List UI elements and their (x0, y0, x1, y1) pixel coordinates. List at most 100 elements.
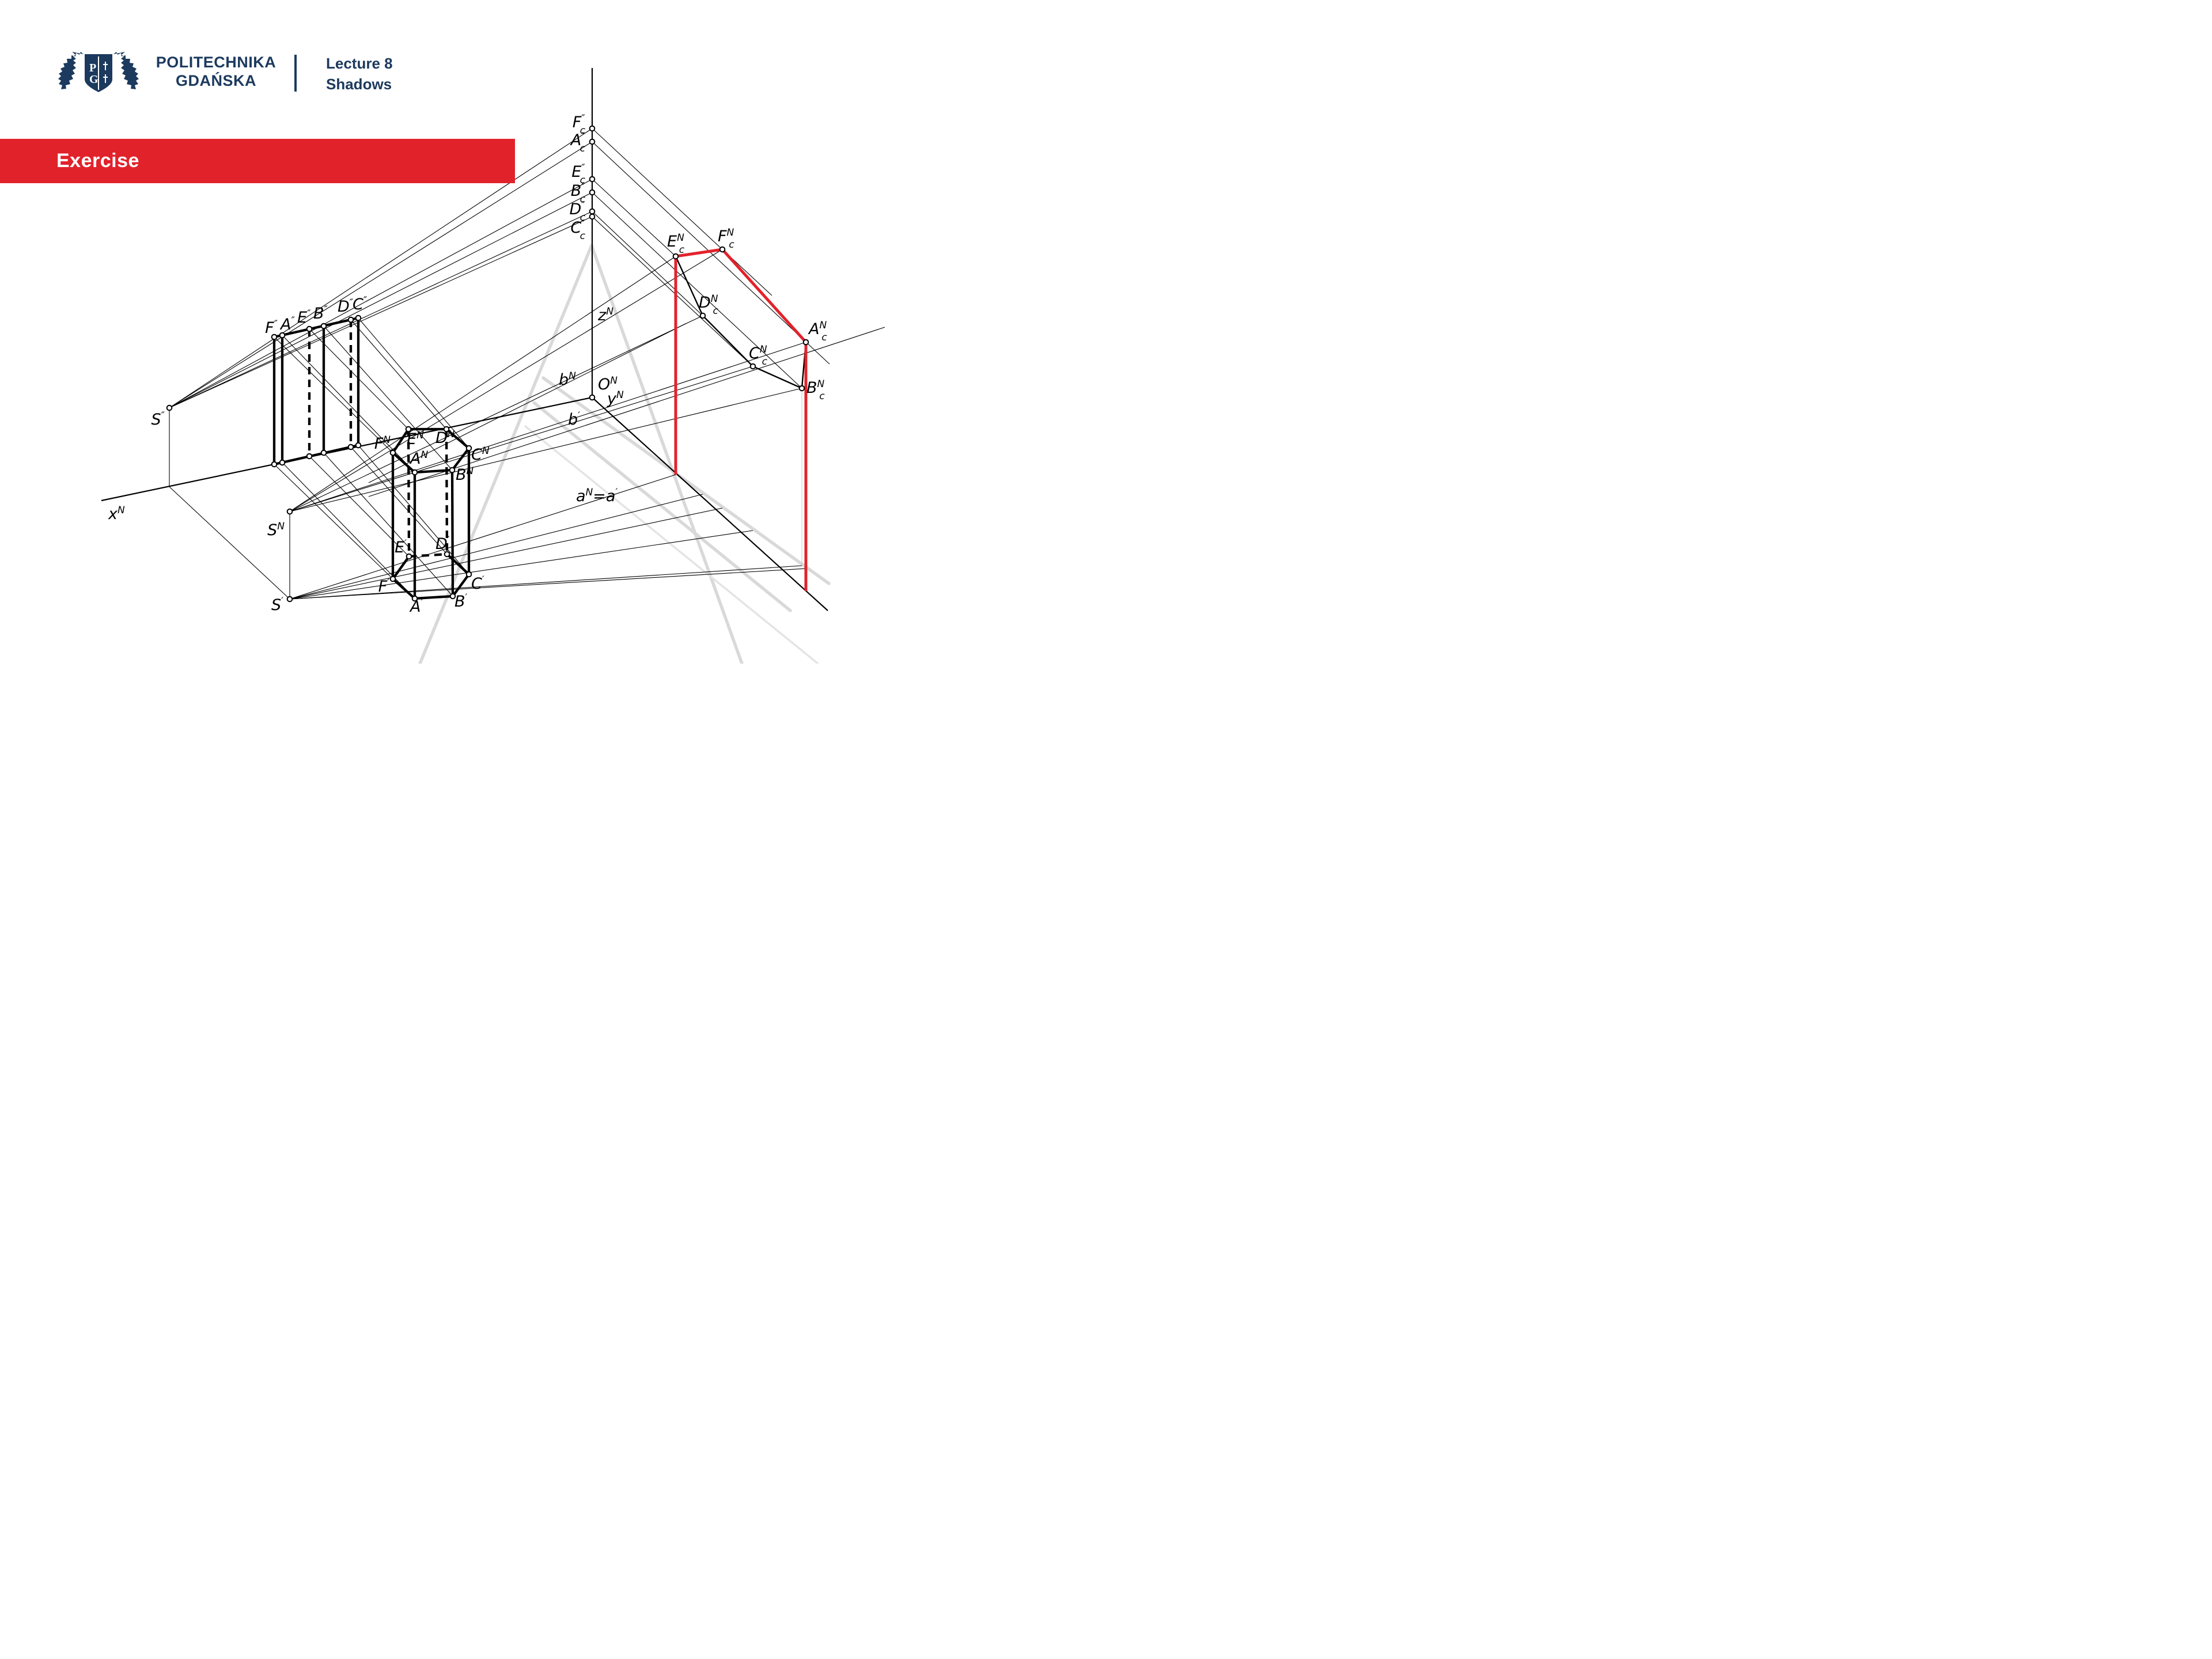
lecture-number: Lecture 8 (326, 55, 393, 72)
diagram-line-thin (289, 507, 723, 600)
diagram-label: C″c​ (570, 218, 585, 242)
point-marker (389, 449, 396, 456)
point-marker (320, 449, 327, 456)
diagram-label: S″​ (151, 410, 165, 429)
diagram-line-thin (289, 315, 703, 512)
university-name-line2: GDAŃSKA (175, 72, 256, 89)
diagram-label: E′​ (395, 538, 407, 556)
diagram-line-bold (274, 316, 359, 339)
diagram-label: A″c​ (570, 131, 586, 154)
diagram-label: DNc​ (699, 293, 719, 317)
point-marker (798, 385, 805, 392)
point-marker (271, 461, 278, 468)
diagram-line-bold (392, 555, 410, 580)
diagram-label: AN​ (409, 449, 428, 468)
diagram-line-bolddash (408, 552, 448, 558)
lion-left-icon (58, 52, 84, 89)
diagram-line-grey5 (532, 401, 792, 612)
point-marker (589, 189, 596, 196)
diagram-label: ENc​ (667, 232, 685, 256)
diagram-line-thin (592, 192, 802, 389)
point-marker (672, 253, 679, 260)
diagram-line-thin (592, 211, 703, 316)
point-marker (347, 444, 354, 450)
diagram-label: CN​ (471, 445, 490, 464)
point-marker (271, 334, 278, 340)
diagram-label: xN​ (108, 505, 125, 523)
university-name-line1: POLITECHNIKA (156, 54, 276, 71)
diagram-line-thin (274, 464, 393, 579)
diagram-line-thin (289, 388, 802, 512)
diagram-line-bold (414, 594, 453, 600)
diagram-label: A′​ (409, 597, 423, 616)
diagram-line-bold (392, 578, 416, 600)
diagram-line-thin (289, 530, 753, 600)
diagram-line-grey5 (590, 244, 744, 664)
diagram-label: FNc​ (718, 227, 734, 251)
diagram-label: F′​ (378, 577, 390, 596)
diagram-line-thin (169, 128, 593, 408)
point-marker (405, 426, 412, 433)
diagram-line-thin (289, 256, 676, 512)
diagram-label: F″c​ (573, 113, 586, 137)
diagram-line-axis (592, 397, 828, 611)
diagram-label: E″c​ (571, 162, 585, 186)
diagram-line-thin (323, 325, 453, 471)
diagram-label: FN​ (374, 434, 391, 453)
point-marker (699, 312, 706, 319)
diagram-line-shadow (752, 365, 802, 389)
diagram-line-thin (368, 323, 686, 483)
shadow-construction-diagram: F″c​A″c​E″c​B″c​D″c​C″c​ENc​FNc​DNc​ANc​… (101, 68, 885, 664)
diagram-line-thin (289, 249, 723, 512)
diagram-label: bN​ (559, 370, 576, 389)
diagram-line-thin (350, 319, 447, 430)
diagram-line-thin (289, 342, 806, 512)
diagram-line-thin (169, 192, 593, 408)
point-marker (279, 332, 286, 339)
point-marker (320, 323, 327, 329)
diagram-label: D″​ (338, 297, 354, 316)
diagram-line-thin (592, 216, 753, 367)
point-marker (306, 325, 313, 332)
diagram-label: DN​ (435, 429, 455, 447)
slide: F″c​A″c​E″c​B″c​D″c​C″c​ENc​FNc​DNc​ANc​… (0, 0, 885, 664)
diagram-line-grey5 (541, 376, 831, 585)
diagram-line-thin (169, 216, 593, 408)
point-marker (443, 426, 450, 433)
logo-monogram-p: P (89, 62, 96, 74)
point-marker (802, 339, 809, 346)
diagram-line-thin (592, 141, 830, 365)
point-marker (465, 445, 472, 452)
banner-label: Exercise (56, 150, 139, 172)
point-marker (465, 571, 472, 578)
diagram-line-red (721, 248, 807, 343)
diagram-label: BNc​ (806, 378, 825, 402)
diagram-label: SN​ (267, 521, 285, 539)
point-marker (286, 596, 293, 603)
diagram-line-thin (169, 179, 593, 408)
diagram-line-thin (323, 452, 453, 597)
diagram-line-thin (592, 179, 676, 257)
diagram-label: yN​ (607, 389, 624, 408)
point-marker (589, 176, 596, 183)
diagram-line-thin (274, 336, 393, 453)
diagram-line-bolddash (407, 429, 411, 557)
point-marker (389, 575, 396, 582)
point-marker (355, 315, 362, 321)
point-marker (589, 394, 596, 401)
diagram-label: D′​ (435, 535, 450, 553)
point-marker (411, 595, 418, 602)
diagram-label: B″c​ (571, 181, 586, 205)
point-marker (406, 553, 412, 560)
diagram-line-bold (392, 452, 416, 474)
point-marker (449, 467, 456, 474)
diagram-line-bold (274, 444, 359, 466)
diagram-label: zN​ (597, 306, 613, 324)
diagram-line-bolddash (445, 429, 449, 555)
diagram-line-thin (592, 128, 772, 296)
diagram-label: b′​ (568, 410, 580, 429)
diagram-label: BN​ (456, 465, 474, 484)
lecture-title: Lecture 8 Shadows (326, 53, 393, 94)
point-marker (286, 508, 293, 515)
point-marker (589, 125, 596, 132)
